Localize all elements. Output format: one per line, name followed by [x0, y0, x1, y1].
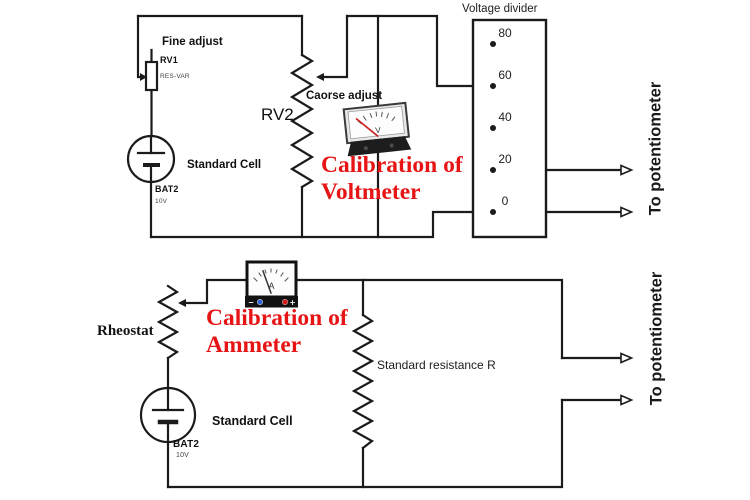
tap-0-dot	[490, 209, 496, 215]
arrowhead-bottom-lower	[620, 394, 634, 406]
standard-cell-bottom-label: Standard Cell	[212, 414, 293, 428]
rheostat	[156, 284, 186, 360]
ammeter-terminal-negative	[257, 299, 263, 305]
battery-bat2-top	[126, 134, 176, 184]
voltmeter-icon	[342, 101, 412, 157]
battery-bat2-bottom	[139, 386, 197, 444]
voltmeter-caption-line1: Calibration of	[321, 152, 463, 178]
fine-adjust-label: Fine adjust	[162, 36, 223, 48]
voltmeter-caption: Calibration of Voltmeter	[321, 152, 463, 206]
rv2-name-label: RV2	[261, 105, 294, 124]
bottom-rail	[166, 398, 564, 489]
ammeter-letter: A	[268, 281, 274, 291]
ammeter-left-wire	[183, 278, 250, 305]
coarse-adjust-label: Caorse adjust	[306, 90, 383, 102]
bottom-circuit-wires	[166, 278, 623, 489]
tap-label-60: 60	[498, 68, 512, 82]
bat2-top-name-label: BAT2	[155, 184, 179, 194]
ammeter-caption-line1: Calibration of	[206, 305, 348, 331]
tap-40-dot	[490, 125, 496, 131]
arrowhead-top-lower	[620, 206, 634, 218]
ammeter-caption-line2: Ammeter	[206, 332, 302, 358]
ammeter-icon	[245, 260, 298, 308]
tap-label-40: 40	[498, 110, 512, 124]
rheostat-arrowhead	[178, 299, 186, 307]
wiper-wire	[321, 14, 349, 79]
voltmeter-letter: V	[375, 126, 382, 136]
standard-resistance-label: Standard resistance R	[377, 358, 496, 372]
voltmeter-base	[347, 136, 412, 157]
tap-label-20: 20	[498, 152, 512, 166]
rv1-type-label: RES-VAR	[160, 73, 190, 80]
tap-label-0: 0	[501, 194, 509, 208]
ammeter-plus-sign: +	[290, 298, 295, 308]
resistor-rv2	[289, 53, 324, 189]
voltmeter-needle	[355, 117, 379, 138]
ammeter-right-wire	[293, 278, 564, 360]
rv1-name-label: RV1	[160, 55, 178, 65]
ammeter-minus-sign: −	[248, 298, 253, 308]
rv1-wiper-arrowhead	[140, 73, 147, 81]
tap-80-dot	[490, 41, 496, 47]
resistor-standard-r	[351, 313, 375, 450]
ammeter-caption: Calibration of Ammeter	[206, 305, 348, 359]
bat2-bottom-voltage-label: 10V	[176, 452, 190, 459]
rheostat-label: Rheostat	[97, 323, 154, 339]
bat2-top-voltage-label: 10V	[155, 198, 168, 205]
ammeter-terminal-strip	[245, 296, 298, 308]
voltage-divider-taps	[490, 41, 496, 215]
tap-20-dot	[490, 167, 496, 173]
bottom-wire	[149, 210, 623, 239]
ammeter-needle	[262, 270, 272, 294]
to-potentiometer-top-label: To potentiometer	[646, 81, 665, 216]
top-wire-right	[345, 14, 492, 88]
voltmeter-caption-line2: Voltmeter	[321, 179, 421, 205]
rv2-wiper-arrowhead	[316, 73, 324, 81]
voltage-divider-box	[471, 18, 548, 239]
bat2-bottom-name-label: BAT2	[173, 439, 200, 450]
arrowhead-bottom-upper	[620, 352, 634, 364]
tap-label-80: 80	[498, 26, 512, 40]
to-potentiometer-bottom-label: To potentiometer	[647, 271, 666, 406]
standard-cell-top-label: Standard Cell	[187, 159, 262, 171]
resistor-rv1	[140, 60, 159, 92]
voltage-divider-title: Voltage divider	[462, 3, 538, 15]
ammeter-terminal-positive	[282, 299, 288, 305]
arrowhead-top-upper	[620, 164, 634, 176]
tap-60-dot	[490, 83, 496, 89]
left-wire	[136, 14, 142, 79]
